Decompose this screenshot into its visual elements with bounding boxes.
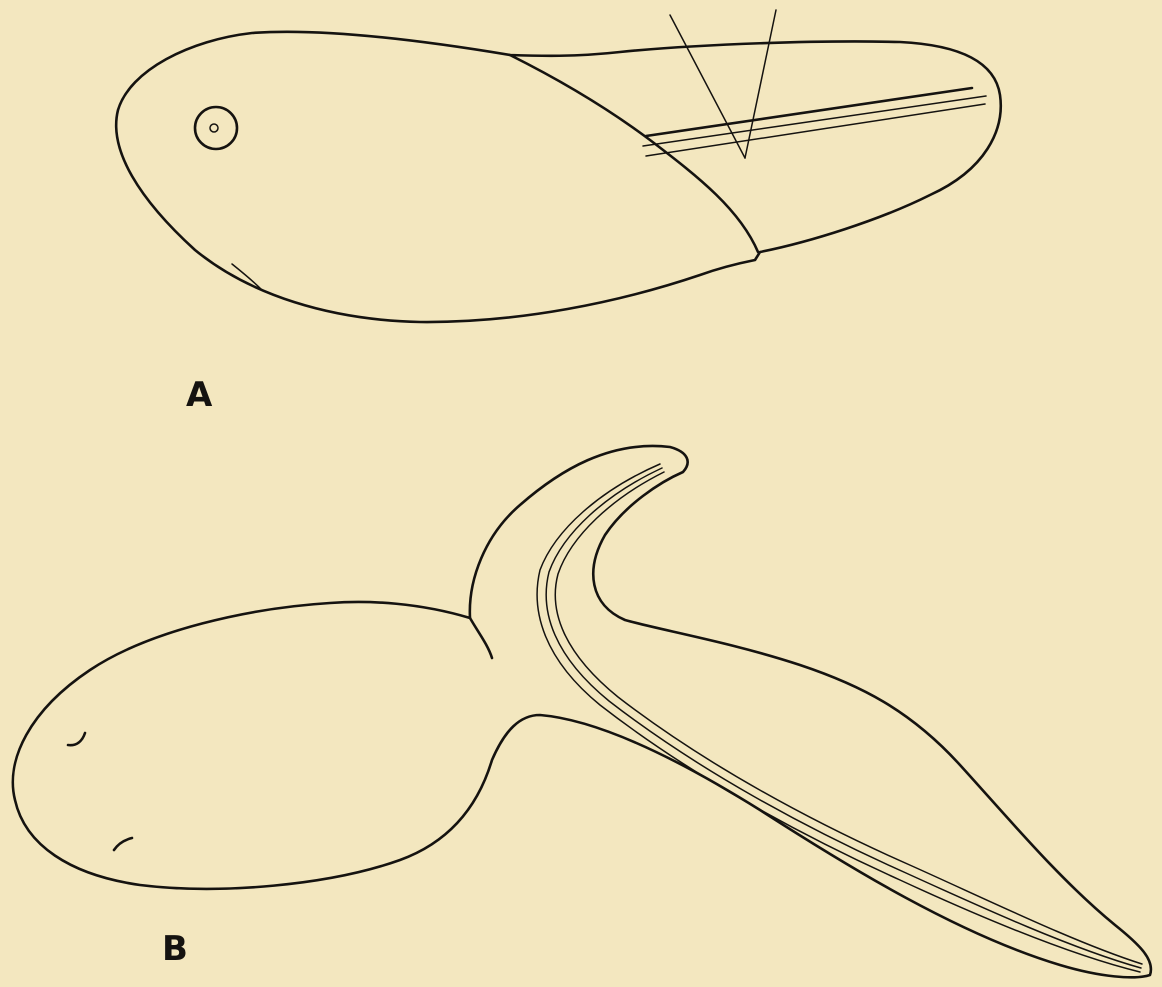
figure-b-head-mark-upper [68,733,85,745]
panel-label-a: A [186,378,212,412]
figure-b-head-mark-lower [114,838,132,850]
figure-b-notochord-line-1 [537,464,1140,972]
figure-a-drawing [116,10,1001,322]
figure-a-pointer-line-right [745,10,776,158]
panel-label-b: B [162,932,188,966]
figure-a-notochord-line-2 [643,96,986,146]
figure-b-drawing [13,446,1151,977]
figure-a-trunk-division [510,55,758,252]
figure-a-notochord-line-1 [646,88,972,136]
figure-a-eye-inner [210,124,218,132]
figure-b-notochord-line-2 [546,468,1141,968]
figure-a-eye-outer [195,107,237,149]
figure-b-inner-fold [470,618,492,658]
figure-b-notochord-line-3 [555,472,1142,964]
